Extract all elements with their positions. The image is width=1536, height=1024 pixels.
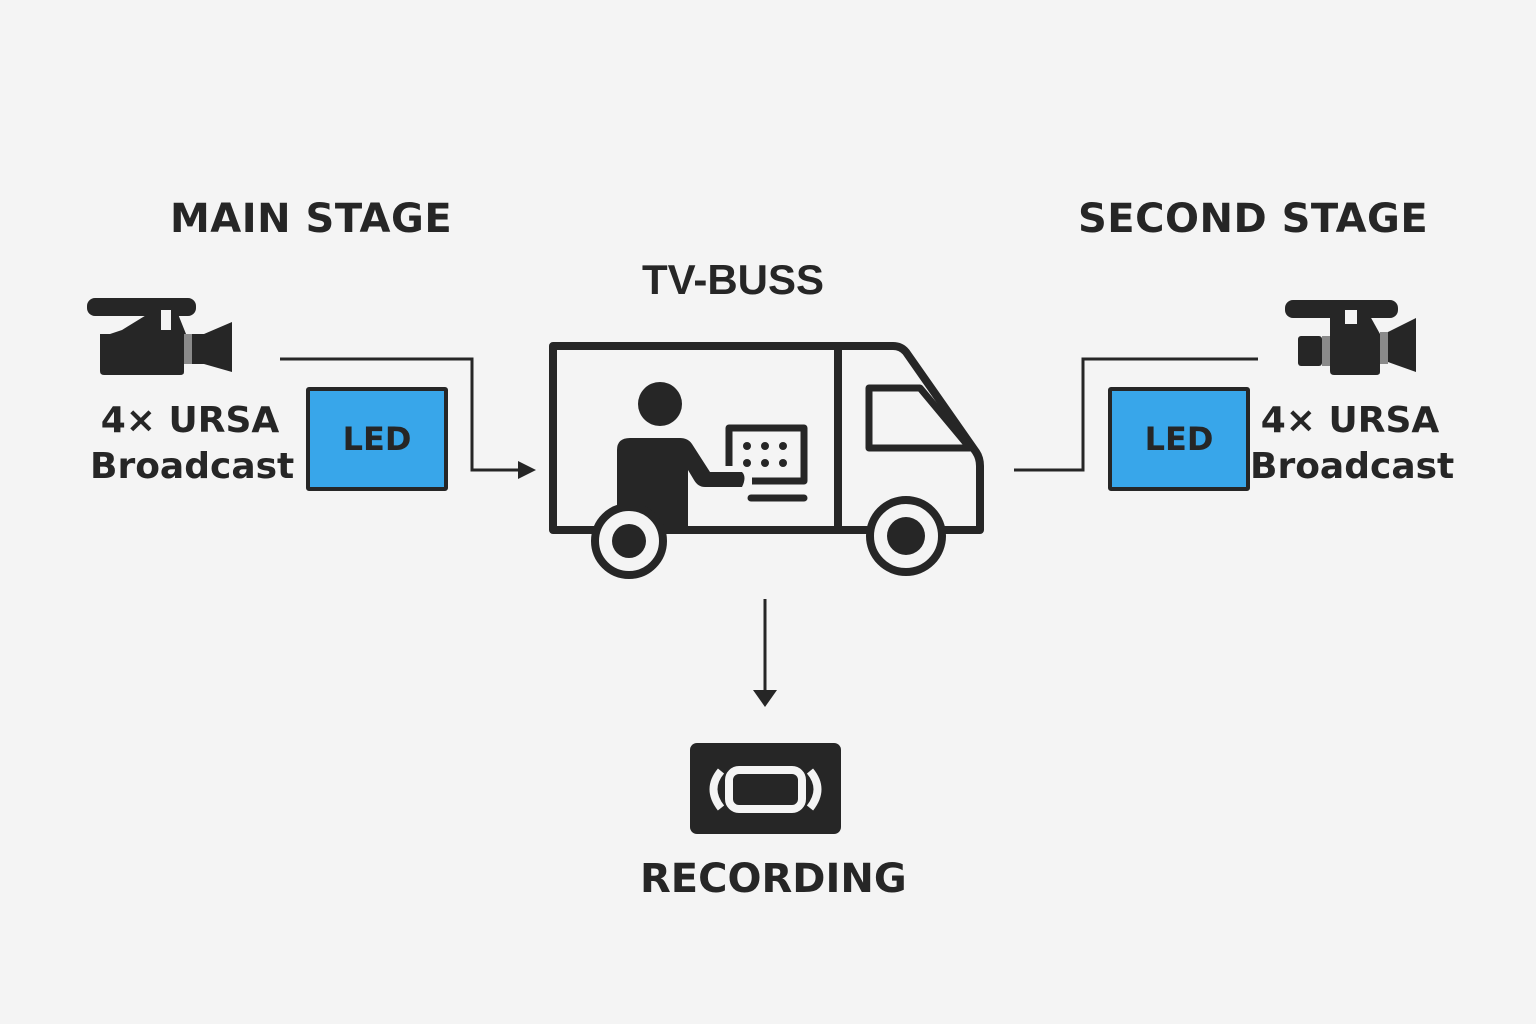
main-stage-camera-label: 4× URSA Broadcast	[90, 398, 295, 490]
camera-count-label: 4× URSA	[100, 400, 280, 441]
camera-type-label: Broadcast	[1250, 446, 1455, 487]
second-stage-led-screen: LED	[1108, 387, 1250, 491]
console-buttons	[743, 442, 787, 467]
bus-to-recording-connector	[753, 599, 777, 707]
main-stage-led-screen: LED	[306, 387, 448, 491]
second-stage-camera-icon	[1285, 300, 1416, 375]
second-stage-title: SECOND STAGE	[1078, 196, 1429, 242]
second-stage-camera-label: 4× URSA Broadcast	[1250, 398, 1455, 490]
tv-bus-title: TV-BUSS	[642, 256, 825, 303]
arrow-right-icon	[518, 461, 536, 479]
camera-type-label: Broadcast	[90, 446, 295, 487]
camera-count-label: 4× URSA	[1260, 400, 1440, 441]
second-stage-connector	[1014, 357, 1258, 472]
recording-label: RECORDING	[640, 856, 907, 902]
main-stage-connector	[280, 357, 536, 479]
main-stage-title: MAIN STAGE	[170, 196, 453, 242]
main-stage-camera-icon	[87, 298, 232, 375]
arrow-down-icon	[753, 690, 777, 707]
tv-bus-truck-icon	[549, 342, 984, 579]
vhs-tape-icon	[690, 743, 841, 834]
